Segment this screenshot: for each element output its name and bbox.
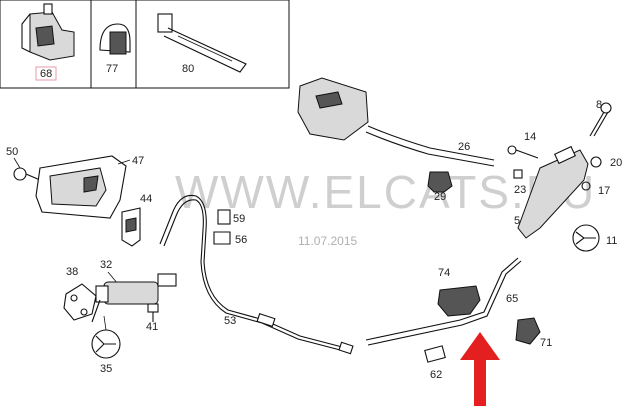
part-44-clip-icon[interactable]: 44 <box>121 193 152 247</box>
part-23-bolt-icon[interactable]: 23 <box>513 169 526 196</box>
callout-23: 23 <box>514 184 526 196</box>
part-59-bushing-icon[interactable]: 59 <box>217 209 245 225</box>
callout-62: 62 <box>430 369 442 381</box>
part-5-master-cylinder-icon[interactable]: 5 <box>514 145 589 239</box>
part-56-clip-icon[interactable]: 56 <box>213 231 247 246</box>
callout-74: 74 <box>438 267 450 279</box>
callout-29: 29 <box>434 191 446 203</box>
callout-47: 47 <box>132 155 144 167</box>
part-47-heat-shield-icon[interactable]: 47 <box>35 155 144 219</box>
diagram-date: 11.07.2015 <box>298 234 357 248</box>
part-65-hydraulic-line-icon[interactable]: 65 <box>365 257 522 346</box>
callout-68: 68 <box>40 68 52 80</box>
callout-56: 56 <box>235 234 247 246</box>
part-74-boot-icon[interactable]: 74 <box>437 267 481 317</box>
part-50-bolt-icon[interactable]: 50 <box>6 146 41 181</box>
part-62-sleeve-icon[interactable]: 62 <box>424 345 446 381</box>
part-29-grommet-icon[interactable]: 29 <box>427 171 453 203</box>
callout-8: 8 <box>596 99 602 111</box>
callout-11: 11 <box>606 235 617 247</box>
callout-44: 44 <box>140 193 152 205</box>
callout-32: 32 <box>100 259 112 271</box>
callout-41: 41 <box>146 321 158 333</box>
part-41-bolt-icon[interactable]: 41 <box>146 303 159 333</box>
part-14-bolt-icon[interactable]: 14 <box>507 131 539 159</box>
part-38-gasket-icon[interactable]: 38 <box>63 266 97 321</box>
part-71-fitting-icon[interactable]: 71 <box>515 317 552 349</box>
part-68-clip-icon[interactable]: 68 <box>21 3 75 81</box>
callout-77: 77 <box>106 63 118 75</box>
part-17-washer-icon[interactable]: 17 <box>581 181 610 197</box>
part-32-slave-cylinder-icon[interactable]: 32 <box>91 259 177 323</box>
part-35-grease-symbol-icon[interactable]: 35 <box>91 315 121 375</box>
red-arrow-pointer <box>460 332 500 406</box>
part-11-grease-symbol-icon[interactable]: 11 <box>572 224 617 252</box>
callout-5: 5 <box>514 215 520 227</box>
part-reservoir-icon[interactable]: 26 <box>297 77 495 167</box>
callout-14: 14 <box>524 131 536 143</box>
callout-71: 71 <box>540 337 552 349</box>
callout-53: 53 <box>224 315 236 327</box>
callout-65: 65 <box>506 293 518 305</box>
callout-50: 50 <box>6 146 18 158</box>
callout-20: 20 <box>610 157 622 169</box>
part-8-pushrod-icon[interactable]: 8 <box>589 99 612 137</box>
callout-80: 80 <box>182 63 194 75</box>
part-53-hydraulic-line-icon[interactable]: 53 <box>159 194 354 355</box>
callout-59: 59 <box>233 213 245 225</box>
callout-26: 26 <box>458 141 470 153</box>
part-77-cap-icon[interactable]: 77 <box>99 23 131 75</box>
callout-38: 38 <box>66 266 78 278</box>
part-20-clip-icon[interactable]: 20 <box>590 156 622 169</box>
part-80-cable-tie-icon[interactable]: 80 <box>157 13 247 75</box>
callout-17: 17 <box>598 185 610 197</box>
callout-35: 35 <box>100 363 112 375</box>
